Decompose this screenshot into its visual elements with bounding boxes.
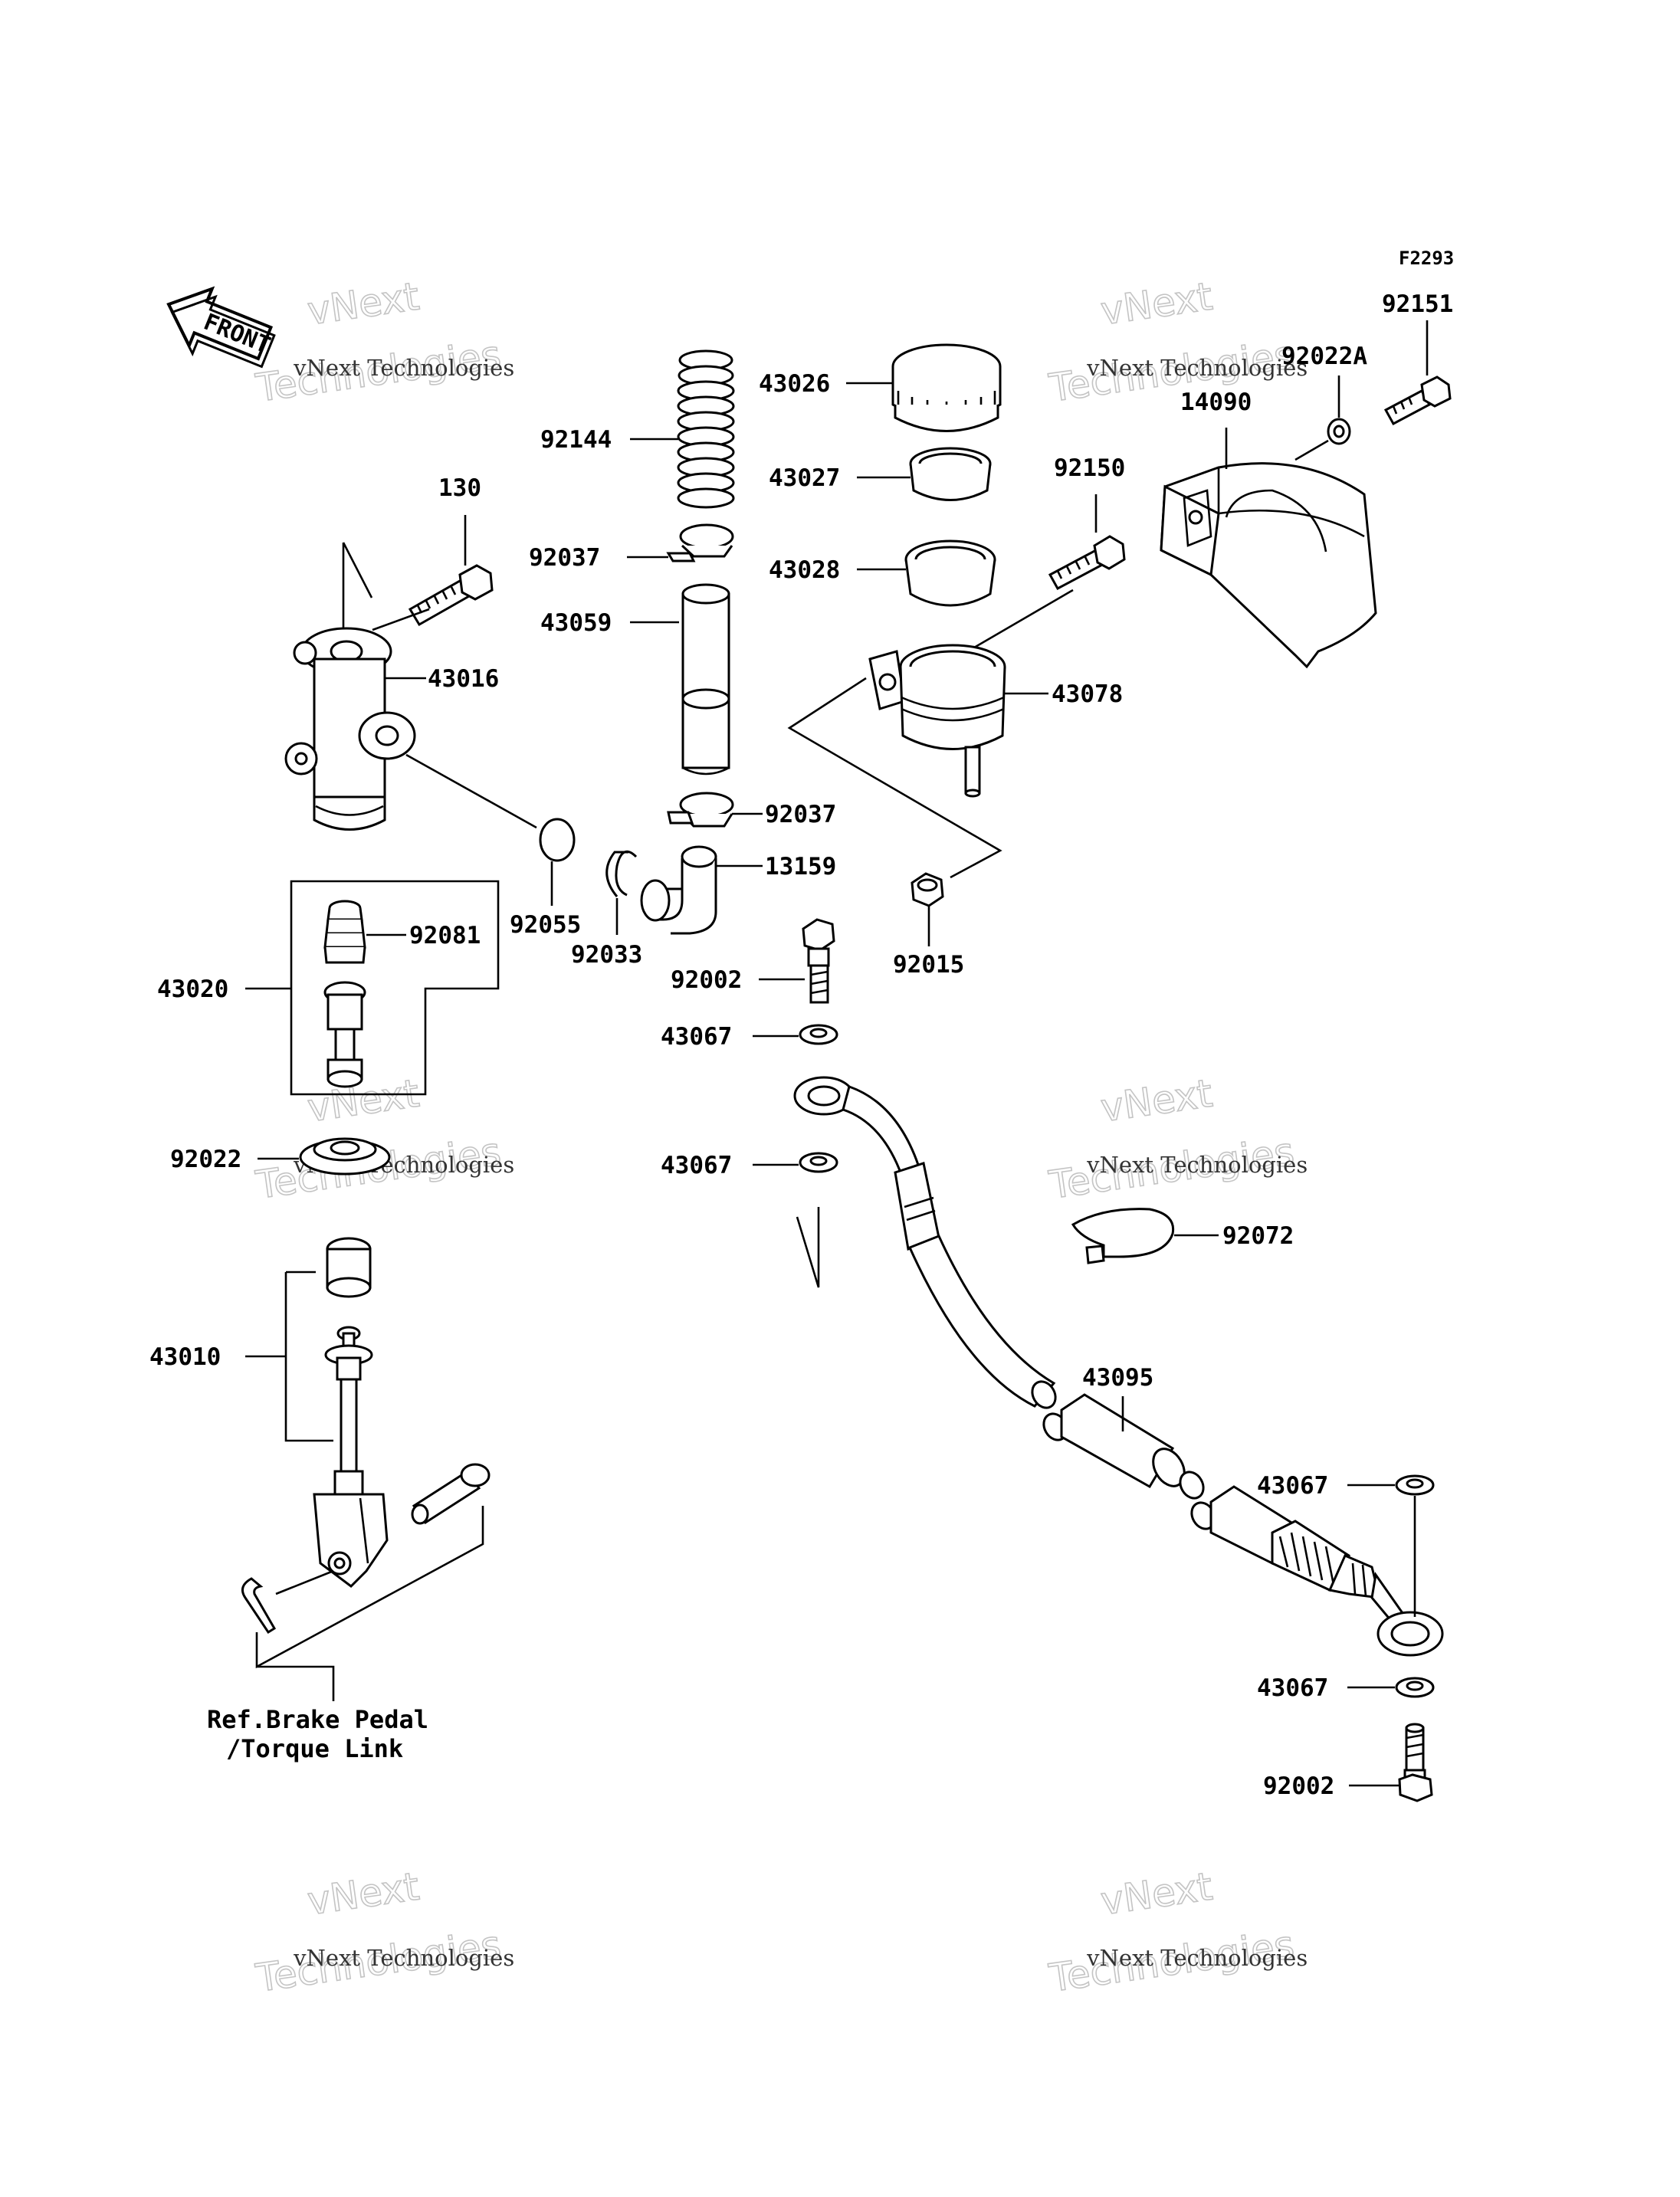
label-92015: 92015 [893,951,964,979]
label-43016: 43016 [428,665,499,693]
label-92144: 92144 [540,426,612,454]
label-43028: 43028 [769,556,840,584]
svg-text:vNext Technologies: vNext Technologies [293,355,514,381]
clamp-92072 [1071,1208,1175,1264]
clevis-pin [411,1463,491,1525]
cover-14090 [1160,462,1377,669]
label-92022: 92022 [170,1146,241,1173]
elbow-fitting-13159 [640,845,717,935]
label-92033: 92033 [571,941,642,969]
boot-92144 [677,349,735,509]
reservoir-43078 [868,644,1006,798]
label-92022a: 92022A [1281,343,1367,370]
svg-text:vNext: vNext [305,274,422,334]
o-ring-92055 [539,818,576,862]
label-13159: 13159 [765,853,836,880]
svg-text:vNext Technologies: vNext Technologies [1086,355,1308,381]
kit-box-43020 [290,880,500,1096]
label-92081: 92081 [409,922,481,949]
watermark-top-left: vNext Technologies vNext Technologies [252,274,514,412]
watermark-top-right: vNext Technologies vNext Technologies [1045,274,1308,412]
label-92002-top: 92002 [671,966,742,994]
label-43059: 43059 [540,609,612,637]
figure-code: F2293 [1399,248,1454,269]
label-92150: 92150 [1054,454,1125,482]
clamp-92037-top [666,523,734,562]
diaphragm-43028 [904,539,996,607]
watermark-mid-right: vNext Technologies vNext Technologies [1045,1071,1308,1208]
svg-text:vNext: vNext [1098,1071,1216,1131]
label-43020: 43020 [157,976,228,1003]
banjo-bolt-92002-top [802,918,835,1004]
cotter-pin [241,1577,277,1635]
label-14090: 14090 [1180,389,1252,416]
front-arrow-icon: FRONT [166,286,276,369]
label-92037-top: 92037 [529,544,600,572]
label-43026: 43026 [759,370,830,398]
circlip-92033 [615,850,638,897]
hose-43059 [681,583,730,776]
label-43067-b: 43067 [661,1152,732,1179]
screw-92151 [1383,375,1452,426]
svg-text:vNext Technologies: vNext Technologies [1086,1945,1308,1971]
label-43067-d: 43067 [1257,1674,1328,1702]
boot-92022 [299,1137,391,1176]
svg-text:vNext: vNext [1098,274,1216,334]
master-cylinder-43016 [284,627,416,831]
svg-text:vNext Technologies: vNext Technologies [1086,1152,1308,1178]
label-43095: 43095 [1082,1364,1153,1392]
svg-text:vNext: vNext [305,1071,422,1131]
push-rod-43010 [313,1237,389,1588]
piston-43020 [323,981,366,1088]
brake-hose-43095 [793,1076,1444,1657]
label-43067-a: 43067 [661,1023,732,1051]
reservoir-cap-43026 [891,343,1002,432]
nut-92015 [911,872,944,907]
label-92072: 92072 [1222,1222,1294,1250]
label-43027: 43027 [769,464,840,492]
bolt-130 [408,564,494,627]
spring-92081 [323,900,366,964]
clamp-92037-bottom [667,792,734,828]
bolt-92150 [1048,535,1126,591]
watermark-mid-left: vNext Technologies vNext Technologies [252,1071,514,1208]
svg-text:vNext: vNext [1098,1864,1216,1924]
label-92151: 92151 [1382,290,1453,318]
banjo-bolt-92002-bottom [1398,1723,1433,1802]
plate-43027 [909,447,992,501]
label-130: 130 [438,474,481,502]
label-43078: 43078 [1052,680,1123,708]
svg-text:vNext: vNext [305,1864,422,1924]
svg-text:vNext Technologies: vNext Technologies [293,1945,514,1971]
label-92055: 92055 [510,911,581,939]
label-43010: 43010 [149,1343,221,1371]
label-43067-c: 43067 [1257,1472,1328,1500]
watermark-bottom-left: vNext Technologies vNext Technologies [252,1864,514,2002]
watermark-bottom-right: vNext Technologies vNext Technologies [1045,1864,1308,2002]
label-92037-bottom: 92037 [765,801,836,828]
label-92002-bottom: 92002 [1263,1772,1334,1800]
reference-note-line1: Ref.Brake Pedal [207,1705,428,1734]
reference-note-line2: /Torque Link [226,1734,403,1763]
